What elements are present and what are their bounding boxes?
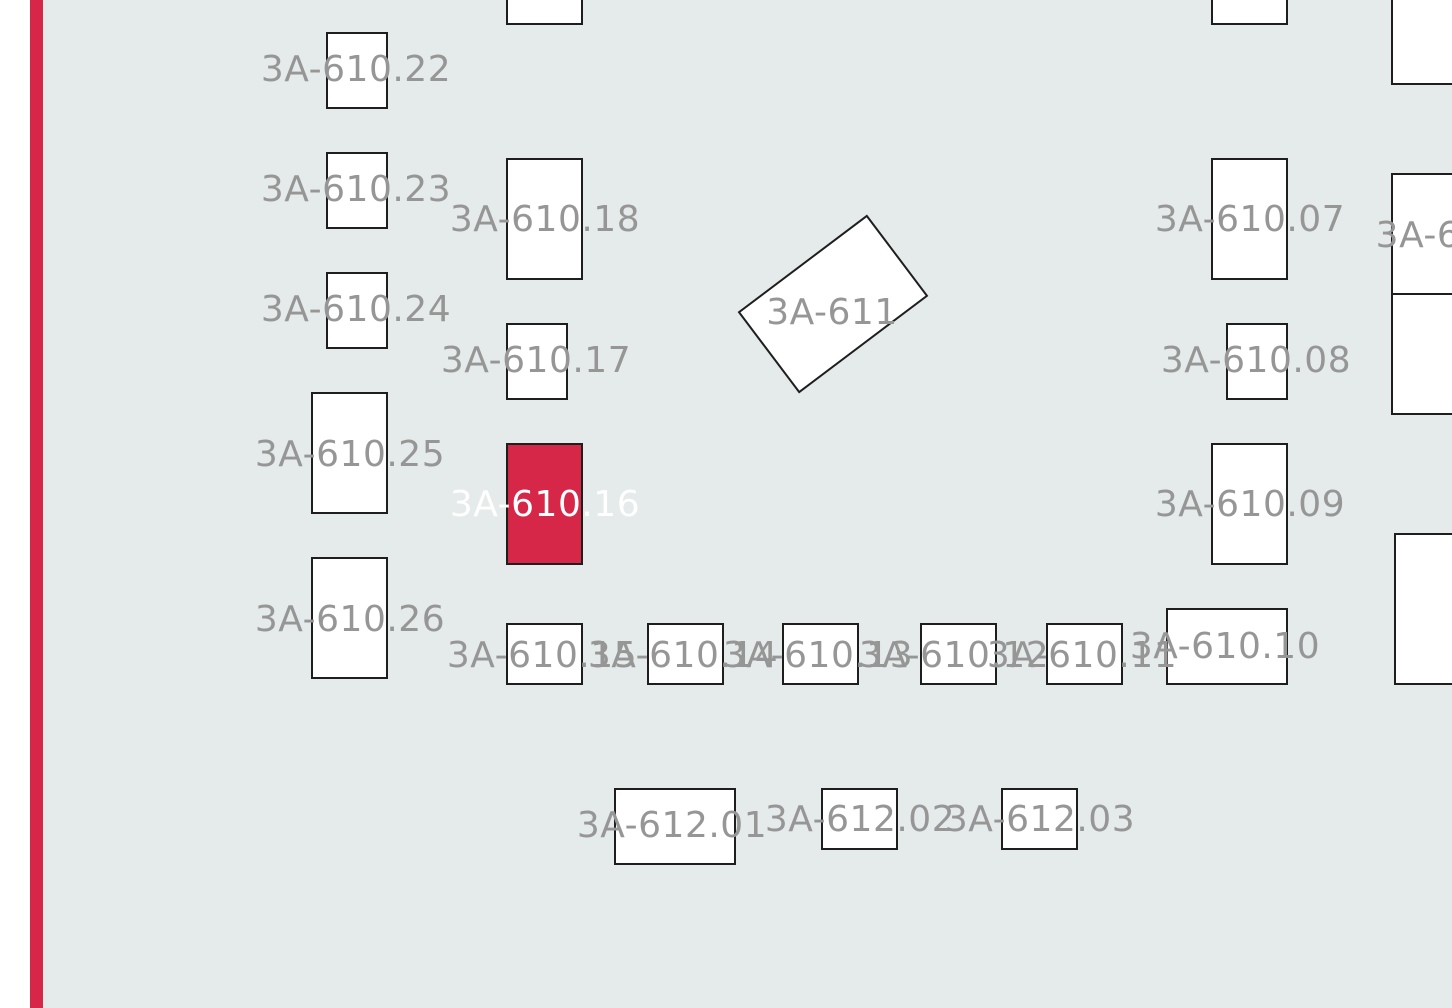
booth-partial-right-3[interactable] bbox=[1394, 533, 1452, 685]
booth-3a-610-18[interactable] bbox=[506, 158, 583, 280]
booth-3a-610-22[interactable] bbox=[326, 32, 388, 109]
booth-3a-610-12[interactable] bbox=[920, 623, 997, 685]
booth-3a-610-16[interactable] bbox=[506, 443, 583, 565]
booth-3a-610-07[interactable] bbox=[1211, 158, 1288, 280]
booth-3a-610-25[interactable] bbox=[311, 392, 388, 514]
booth-3a-610-09[interactable] bbox=[1211, 443, 1288, 565]
booth-partial-right-1[interactable] bbox=[1391, 0, 1452, 85]
booth-3a-610-11[interactable] bbox=[1046, 623, 1123, 685]
booth-partial-right-2[interactable] bbox=[1391, 293, 1452, 415]
booth-3a-610-13[interactable] bbox=[782, 623, 859, 685]
booth-3a-610-23[interactable] bbox=[326, 152, 388, 229]
hall-wall-line bbox=[30, 0, 43, 1008]
booth-3a-610-10[interactable] bbox=[1166, 608, 1288, 685]
booth-3a-611[interactable] bbox=[737, 214, 929, 394]
booth-3a-612-01[interactable] bbox=[614, 788, 736, 865]
booth-3a-610-24[interactable] bbox=[326, 272, 388, 349]
booth-3a-610-14[interactable] bbox=[647, 623, 724, 685]
booth-3a-610-08[interactable] bbox=[1226, 323, 1288, 400]
booth-partial-top-2[interactable] bbox=[1211, 0, 1288, 25]
booth-3a-610-17[interactable] bbox=[506, 323, 568, 400]
booth-3a-6[interactable] bbox=[1391, 173, 1452, 295]
booth-partial-top-1[interactable] bbox=[506, 0, 583, 25]
booth-3a-610-26[interactable] bbox=[311, 557, 388, 679]
booth-3a-612-02[interactable] bbox=[821, 788, 898, 850]
booth-3a-610-15[interactable] bbox=[506, 623, 583, 685]
booth-3a-612-03[interactable] bbox=[1001, 788, 1078, 850]
map-margin bbox=[0, 0, 30, 1008]
